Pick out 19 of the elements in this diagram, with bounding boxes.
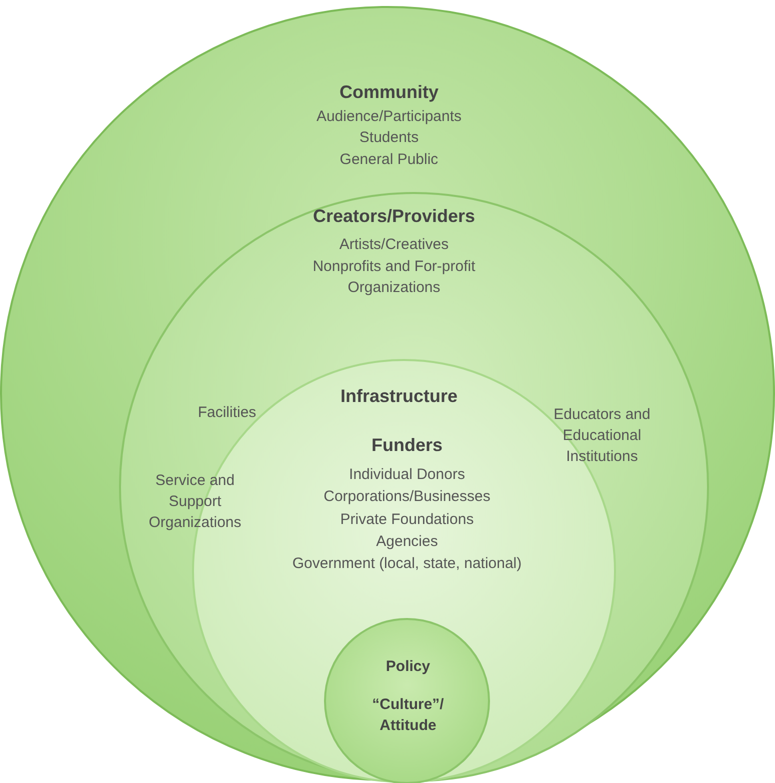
heading-text: Policy bbox=[384, 657, 432, 677]
item-text: Educators and Educational Institutions bbox=[552, 405, 652, 467]
item-text: Individual Donors bbox=[348, 465, 466, 485]
heading-text: Funders bbox=[370, 435, 444, 456]
item-text: Artists/Creatives bbox=[338, 235, 450, 255]
heading-text: “Culture”/ Attitude bbox=[371, 695, 445, 736]
item-text: Government (local, state, national) bbox=[291, 554, 523, 574]
item-text: Corporations/Businesses bbox=[322, 487, 492, 507]
item-text: Nonprofits and For-profit Organizations bbox=[312, 257, 476, 298]
item-text: Facilities bbox=[196, 403, 258, 423]
item-text: Private Foundations bbox=[339, 510, 475, 530]
item-text: Students bbox=[358, 128, 420, 148]
heading-text: Infrastructure bbox=[339, 386, 459, 407]
item-text: General Public bbox=[338, 150, 440, 170]
item-text: Agencies bbox=[375, 532, 439, 552]
heading-text: Community bbox=[338, 82, 440, 103]
item-text: Audience/Participants bbox=[315, 107, 463, 127]
heading-text: Creators/Providers bbox=[312, 206, 476, 227]
item-text: Service and Support Organizations bbox=[148, 471, 242, 533]
